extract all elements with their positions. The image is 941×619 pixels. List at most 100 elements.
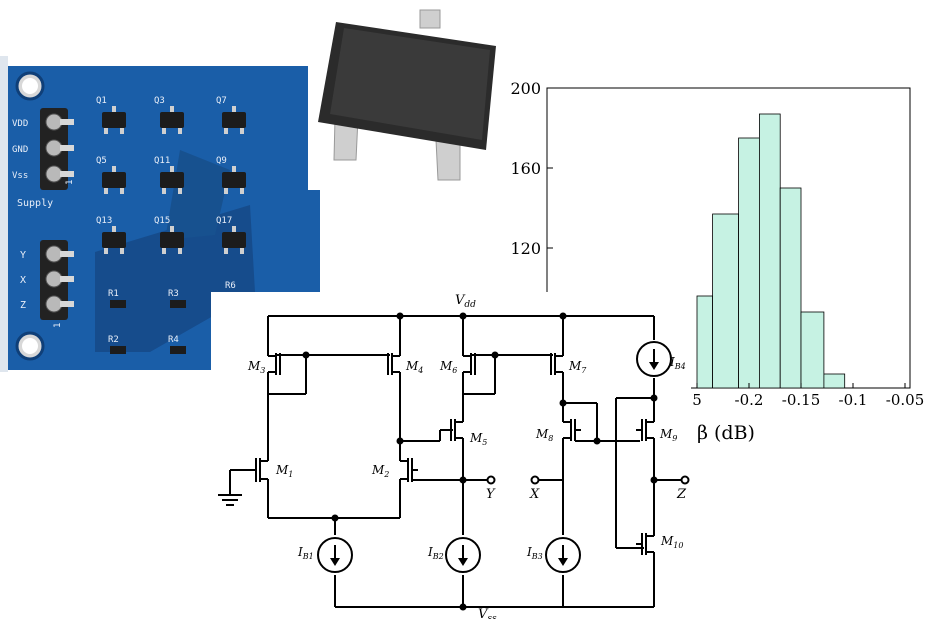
footprint-lead [120, 128, 124, 134]
vdd-label: Vdd [455, 293, 476, 310]
source-label: IB3 [526, 545, 543, 561]
signal-pins: YXZ [20, 245, 74, 313]
terminal-y [486, 475, 496, 485]
footprint-lead [240, 248, 244, 254]
y-tick-label: 200 [510, 79, 541, 98]
footprint-lead [178, 128, 182, 134]
mosfet-M3: M3 [247, 350, 286, 378]
footprint-lead [104, 188, 108, 194]
histogram-bar [759, 113, 781, 389]
supply-pin-label: VDD [12, 119, 28, 129]
mosfet-M5: M5 [445, 416, 487, 447]
mosfet-label: M4 [405, 359, 423, 375]
sot23-footprint [102, 172, 126, 188]
sot23-footprint [160, 232, 184, 248]
header-pin-lead [60, 276, 74, 282]
footprint-lead [162, 128, 166, 134]
sot23-footprint [160, 172, 184, 188]
footprint-lead [112, 166, 116, 172]
footprint-lead [112, 226, 116, 232]
mosfet-label: M3 [247, 359, 265, 375]
package-top-face [330, 28, 490, 140]
mosfet-M4: M4 [382, 350, 423, 378]
sot23-footprint [222, 172, 246, 188]
mosfet-label: M6 [439, 359, 457, 375]
source-label: IB2 [427, 545, 444, 561]
supply-pins: VDD GND Vss [12, 113, 74, 183]
source-label: IB4 [669, 355, 686, 371]
footprint-lead [112, 106, 116, 112]
lead-top [419, 9, 441, 29]
schematic-backdrop [211, 292, 691, 619]
mosfet-label: M7 [568, 359, 587, 375]
resistor-pad [110, 300, 126, 308]
current-sources: IB1 IB2 IB3 IB4 [297, 341, 686, 573]
pcb-transistor-label: Q17 [216, 216, 232, 226]
header-pin-lead [60, 301, 74, 307]
x-axis-label: β (dB) [697, 422, 755, 444]
pcb-transistor-label: Q7 [216, 96, 227, 106]
header-pin [45, 139, 63, 157]
mounting-hole [22, 78, 38, 94]
mosfet-label: M2 [371, 463, 389, 479]
resistor-pad [110, 346, 126, 354]
resistor-pad [170, 346, 186, 354]
signal-pin-label: Y [20, 250, 26, 261]
sot23-package-icon [308, 0, 498, 190]
source-label: IB1 [297, 545, 314, 561]
pcb-transistor-label: Q5 [96, 156, 107, 166]
footprint-lead [232, 166, 236, 172]
x-tick-label: -0.2 [735, 391, 764, 409]
x-tick-label: -0.1 [839, 391, 868, 409]
histogram-bar [779, 187, 802, 389]
pcb-transistor-label: Q1 [96, 96, 107, 106]
histogram-bar [800, 311, 825, 389]
header-pin-lead [60, 251, 74, 257]
current-source-IB1: IB1 [297, 537, 353, 573]
mosfet-M1: M1 [250, 455, 293, 485]
pcb-resistor-label: R1 [108, 289, 119, 299]
sot23-footprint [102, 112, 126, 128]
mosfet-label: M1 [275, 463, 293, 479]
histogram-bar [696, 295, 714, 389]
mosfet-label: M10 [660, 534, 683, 550]
vss-label: Vss [478, 607, 497, 619]
current-source-IB2: IB2 [427, 537, 481, 573]
x-tick-label: -0.05 [886, 391, 924, 409]
pcb-transistor-label: Q9 [216, 156, 227, 166]
x-tick-label: 5 [692, 391, 702, 409]
histogram-bar [712, 213, 739, 389]
node-y-label: Y [486, 487, 496, 502]
pcb-resistor-label: R4 [168, 335, 179, 345]
x-axis-ticks: 5-0.2-0.15-0.1-0.05 [692, 383, 924, 409]
signal-pin-label: Z [20, 300, 26, 311]
lead-bottom-right [435, 139, 461, 181]
footprint-lead [178, 188, 182, 194]
header-pin-lead [60, 119, 74, 125]
pcb-transistor-label: Q3 [154, 96, 165, 106]
mosfet-M6: M6 [439, 350, 481, 378]
supply-pin-label: Vss [12, 171, 28, 181]
sot23-footprint [160, 112, 184, 128]
pcb-edge [0, 56, 8, 372]
terminal-z [680, 475, 690, 485]
header-pin [45, 113, 63, 131]
header-pin [45, 165, 63, 183]
mosfet-label: M9 [659, 427, 677, 443]
schematic-labels: Vdd Vss Y X Z [455, 293, 687, 619]
pcb-resistor-label: R3 [168, 289, 179, 299]
footprint-lead [104, 248, 108, 254]
pcb-transistor-label: Q13 [96, 216, 112, 226]
current-source-IB3: IB3 [526, 537, 581, 573]
footprint-lead [224, 248, 228, 254]
y-tick-label: 120 [510, 239, 541, 258]
resistor-pad [170, 300, 186, 308]
supply-pin-label: GND [12, 145, 28, 155]
footprint-lead [170, 106, 174, 112]
mosfet-M8: M8 [535, 416, 581, 444]
footprint-lead [170, 166, 174, 172]
y-tick-label: 160 [510, 159, 541, 178]
header-pin [45, 245, 63, 263]
